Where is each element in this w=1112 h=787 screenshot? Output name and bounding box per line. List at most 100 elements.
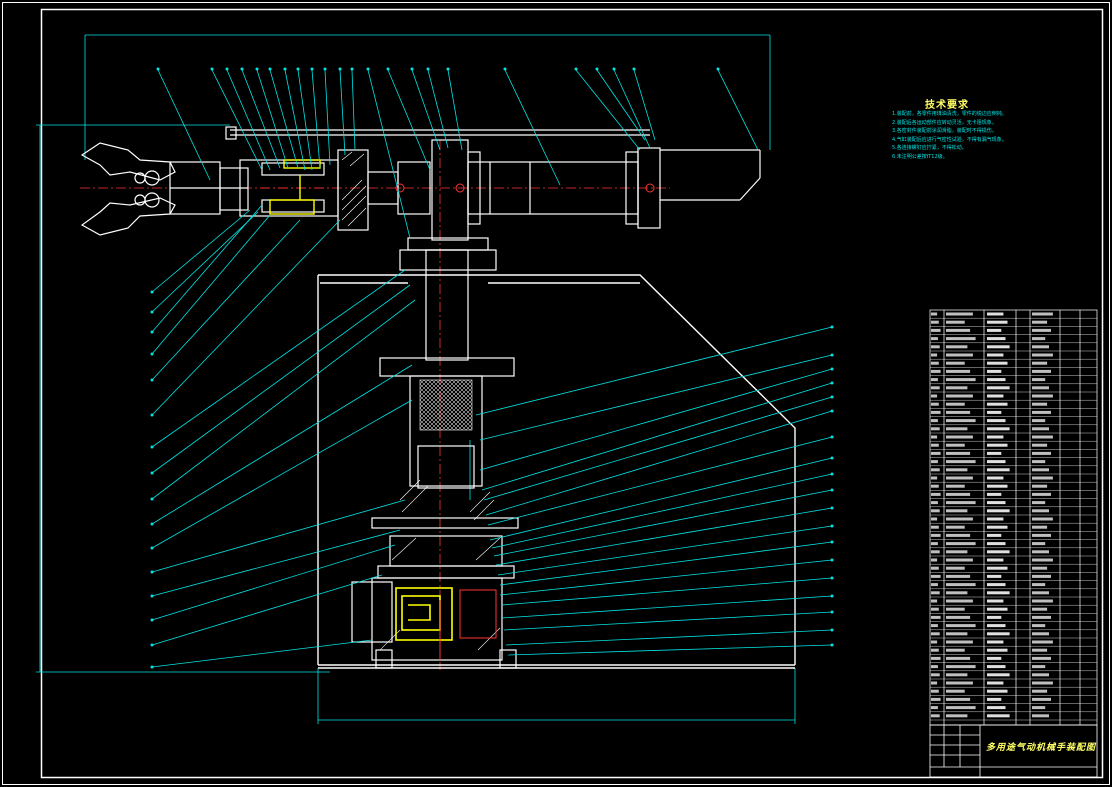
parts-list-entry-text (946, 320, 965, 324)
parts-list-entry-text (1032, 312, 1053, 316)
technical-requirement-item: 6.未注明公差按IT12级。 (892, 153, 948, 160)
parts-list-entry-text (931, 476, 938, 480)
parts-list-entry-text (931, 378, 938, 382)
parts-list-entry-text (1032, 492, 1051, 496)
parts-list-entry-text (931, 525, 939, 529)
parts-list-entry-text (987, 386, 1010, 390)
parts-list-entry-text (931, 615, 941, 619)
parts-list-entry-text (1032, 476, 1053, 480)
leader-dots-top (156, 67, 720, 71)
parts-list-entry-text (946, 632, 968, 636)
parts-list-entry-text (987, 345, 1010, 349)
gripper-fingers (80, 142, 249, 236)
parts-list-entry-text (987, 681, 1004, 685)
parts-list-entry-text (987, 501, 1006, 505)
parts-list-entry-text (987, 337, 1006, 341)
parts-list-entry-text (987, 312, 1004, 316)
parts-list-entry-text (1032, 566, 1048, 570)
parts-list-entry-text (987, 484, 1008, 488)
parts-list-entry-text (931, 681, 938, 685)
arm-centerline-marks (395, 183, 655, 193)
parts-list-entry-text (987, 468, 1010, 472)
parts-list-entry-text (946, 509, 968, 513)
parts-list-entry-text (946, 533, 971, 537)
parts-list-entry-text (931, 566, 939, 570)
technical-requirement-item: 4.气缸装配后应进行气密性试验，不得有漏气现象。 (892, 136, 1007, 143)
parts-list-entry-text (1032, 689, 1048, 693)
parts-list-entry-text (931, 345, 940, 349)
parts-list-entry-text (1032, 501, 1046, 505)
parts-list-entry-text (931, 697, 941, 701)
parts-list-entry-text (987, 435, 1004, 439)
technical-requirement-item: 2.装配后各运动部件应转动灵活，无卡阻现象。 (892, 119, 997, 126)
parts-list-entry-text (987, 460, 1006, 464)
parts-list-entry-text (987, 451, 1002, 455)
parts-list-entry-text (931, 468, 940, 472)
parts-list-entry-text (987, 697, 1002, 701)
parts-list-entry-text (931, 312, 938, 316)
parts-list-entry-text (946, 468, 968, 472)
parts-list-entry-text (987, 509, 1010, 513)
parts-list-entries (931, 312, 1053, 718)
base-motor (395, 587, 453, 641)
wrist-seals (269, 159, 321, 215)
parts-list-entry-text (987, 714, 1010, 718)
parts-list-entry-text (1032, 378, 1046, 382)
parts-list-entry-text (931, 640, 938, 644)
parts-list-entry-text (931, 550, 940, 554)
parts-list-entry-text (931, 501, 938, 505)
parts-list-entry-text (1032, 583, 1046, 587)
parts-list-entry-text (946, 681, 973, 685)
parts-list-entry-text (946, 386, 968, 390)
parts-list-entry-text (946, 345, 968, 349)
parts-list-entry-text (1032, 673, 1049, 677)
parts-list-entry-text (931, 419, 938, 423)
parts-list-entry-text (987, 361, 1008, 365)
parts-list-entry-text (946, 337, 976, 341)
leader-dots-right (830, 325, 834, 647)
parts-list-entry-text (931, 320, 939, 324)
parts-list-entry-text (1032, 460, 1046, 464)
parts-list-entry-text (931, 591, 940, 595)
technical-requirement-item: 1.装配前，各零件用煤油清洗，零件的锐边应倒钝。 (892, 111, 1007, 117)
column (351, 237, 519, 669)
parts-list-entry-text (987, 550, 1010, 554)
parts-list-entry-text (987, 369, 1002, 373)
parts-list-entry-text (1032, 509, 1049, 513)
parts-list-entry-text (946, 648, 965, 652)
parts-list-entry-text (946, 435, 973, 439)
parts-list-entry-text (1032, 386, 1049, 390)
parts-list-entry-text (931, 558, 938, 562)
parts-list-entry-text (987, 558, 1004, 562)
parts-list-entry-text (946, 451, 971, 455)
parts-list-entry-text (946, 328, 971, 332)
parts-list-entry-text (987, 492, 1002, 496)
parts-list-entry-text (987, 591, 1010, 595)
parts-list-entry-text (946, 369, 971, 373)
parts-list-entry-text (1032, 435, 1053, 439)
parts-list-entry-text (931, 410, 941, 414)
parts-list-entry-text (931, 517, 938, 521)
parts-list-entry-text (987, 525, 1008, 529)
technical-requirements-list: 1.装配前，各零件用煤油清洗，零件的锐边应倒钝。 2.装配后各运动部件应转动灵活… (892, 110, 1007, 162)
parts-list-entry-text (946, 640, 973, 644)
parts-list-entry-text (946, 566, 965, 570)
parts-list-entry-text (946, 427, 968, 431)
parts-list-entry-text (1032, 337, 1046, 341)
parts-list-entry-text (946, 599, 973, 603)
parts-list-entry-text (1032, 533, 1051, 537)
parts-list-entry-text (931, 706, 938, 710)
parts-list-entry-text (1032, 558, 1053, 562)
parts-list-entry-text (946, 517, 973, 521)
parts-list-entry-text (946, 607, 965, 611)
parts-list-entry-text (946, 656, 971, 660)
parts-list-entry-text (987, 648, 1008, 652)
parts-list-entry-text (1032, 419, 1046, 423)
parts-list-entry-text (946, 673, 968, 677)
parts-list-entry-text (931, 542, 938, 546)
parts-list-entry-text (987, 665, 1006, 669)
parts-list-entry-text (931, 337, 938, 341)
parts-list-entry-text (987, 410, 1002, 414)
parts-list-entry-text (931, 402, 939, 406)
